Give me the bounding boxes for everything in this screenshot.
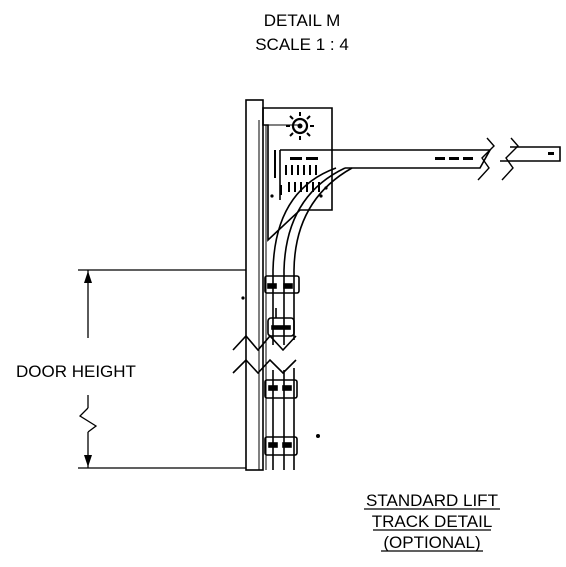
- door-height-label: DOOR HEIGHT: [16, 362, 136, 381]
- radius-track: [272, 167, 353, 290]
- caption-line-2: TRACK DETAIL: [372, 512, 493, 531]
- dimension-arrowheads: [84, 271, 92, 467]
- detail-title: DETAIL M: [264, 11, 341, 30]
- vertical-track-upper: [272, 270, 295, 345]
- caption: STANDARD LIFT TRACK DETAIL (OPTIONAL): [364, 491, 500, 552]
- roller-hinge-lower: [264, 379, 298, 456]
- horizontal-track-slots: [290, 152, 554, 160]
- flag-bracket: [262, 107, 333, 242]
- bracket-slots: [270, 150, 328, 198]
- track-break-lines: [477, 137, 519, 181]
- cable-pulley-icon: [286, 112, 314, 140]
- caption-line-3: (OPTIONAL): [383, 533, 480, 552]
- caption-line-1: STANDARD LIFT: [366, 491, 498, 510]
- door-height-dimension: [78, 269, 246, 469]
- detail-scale: SCALE 1 : 4: [255, 35, 349, 54]
- door-panel: [245, 99, 267, 471]
- roller-hinge-upper: [264, 275, 300, 337]
- vertical-break-lines: [232, 334, 297, 375]
- reference-dots: [241, 296, 320, 438]
- horizontal-track: [279, 146, 561, 200]
